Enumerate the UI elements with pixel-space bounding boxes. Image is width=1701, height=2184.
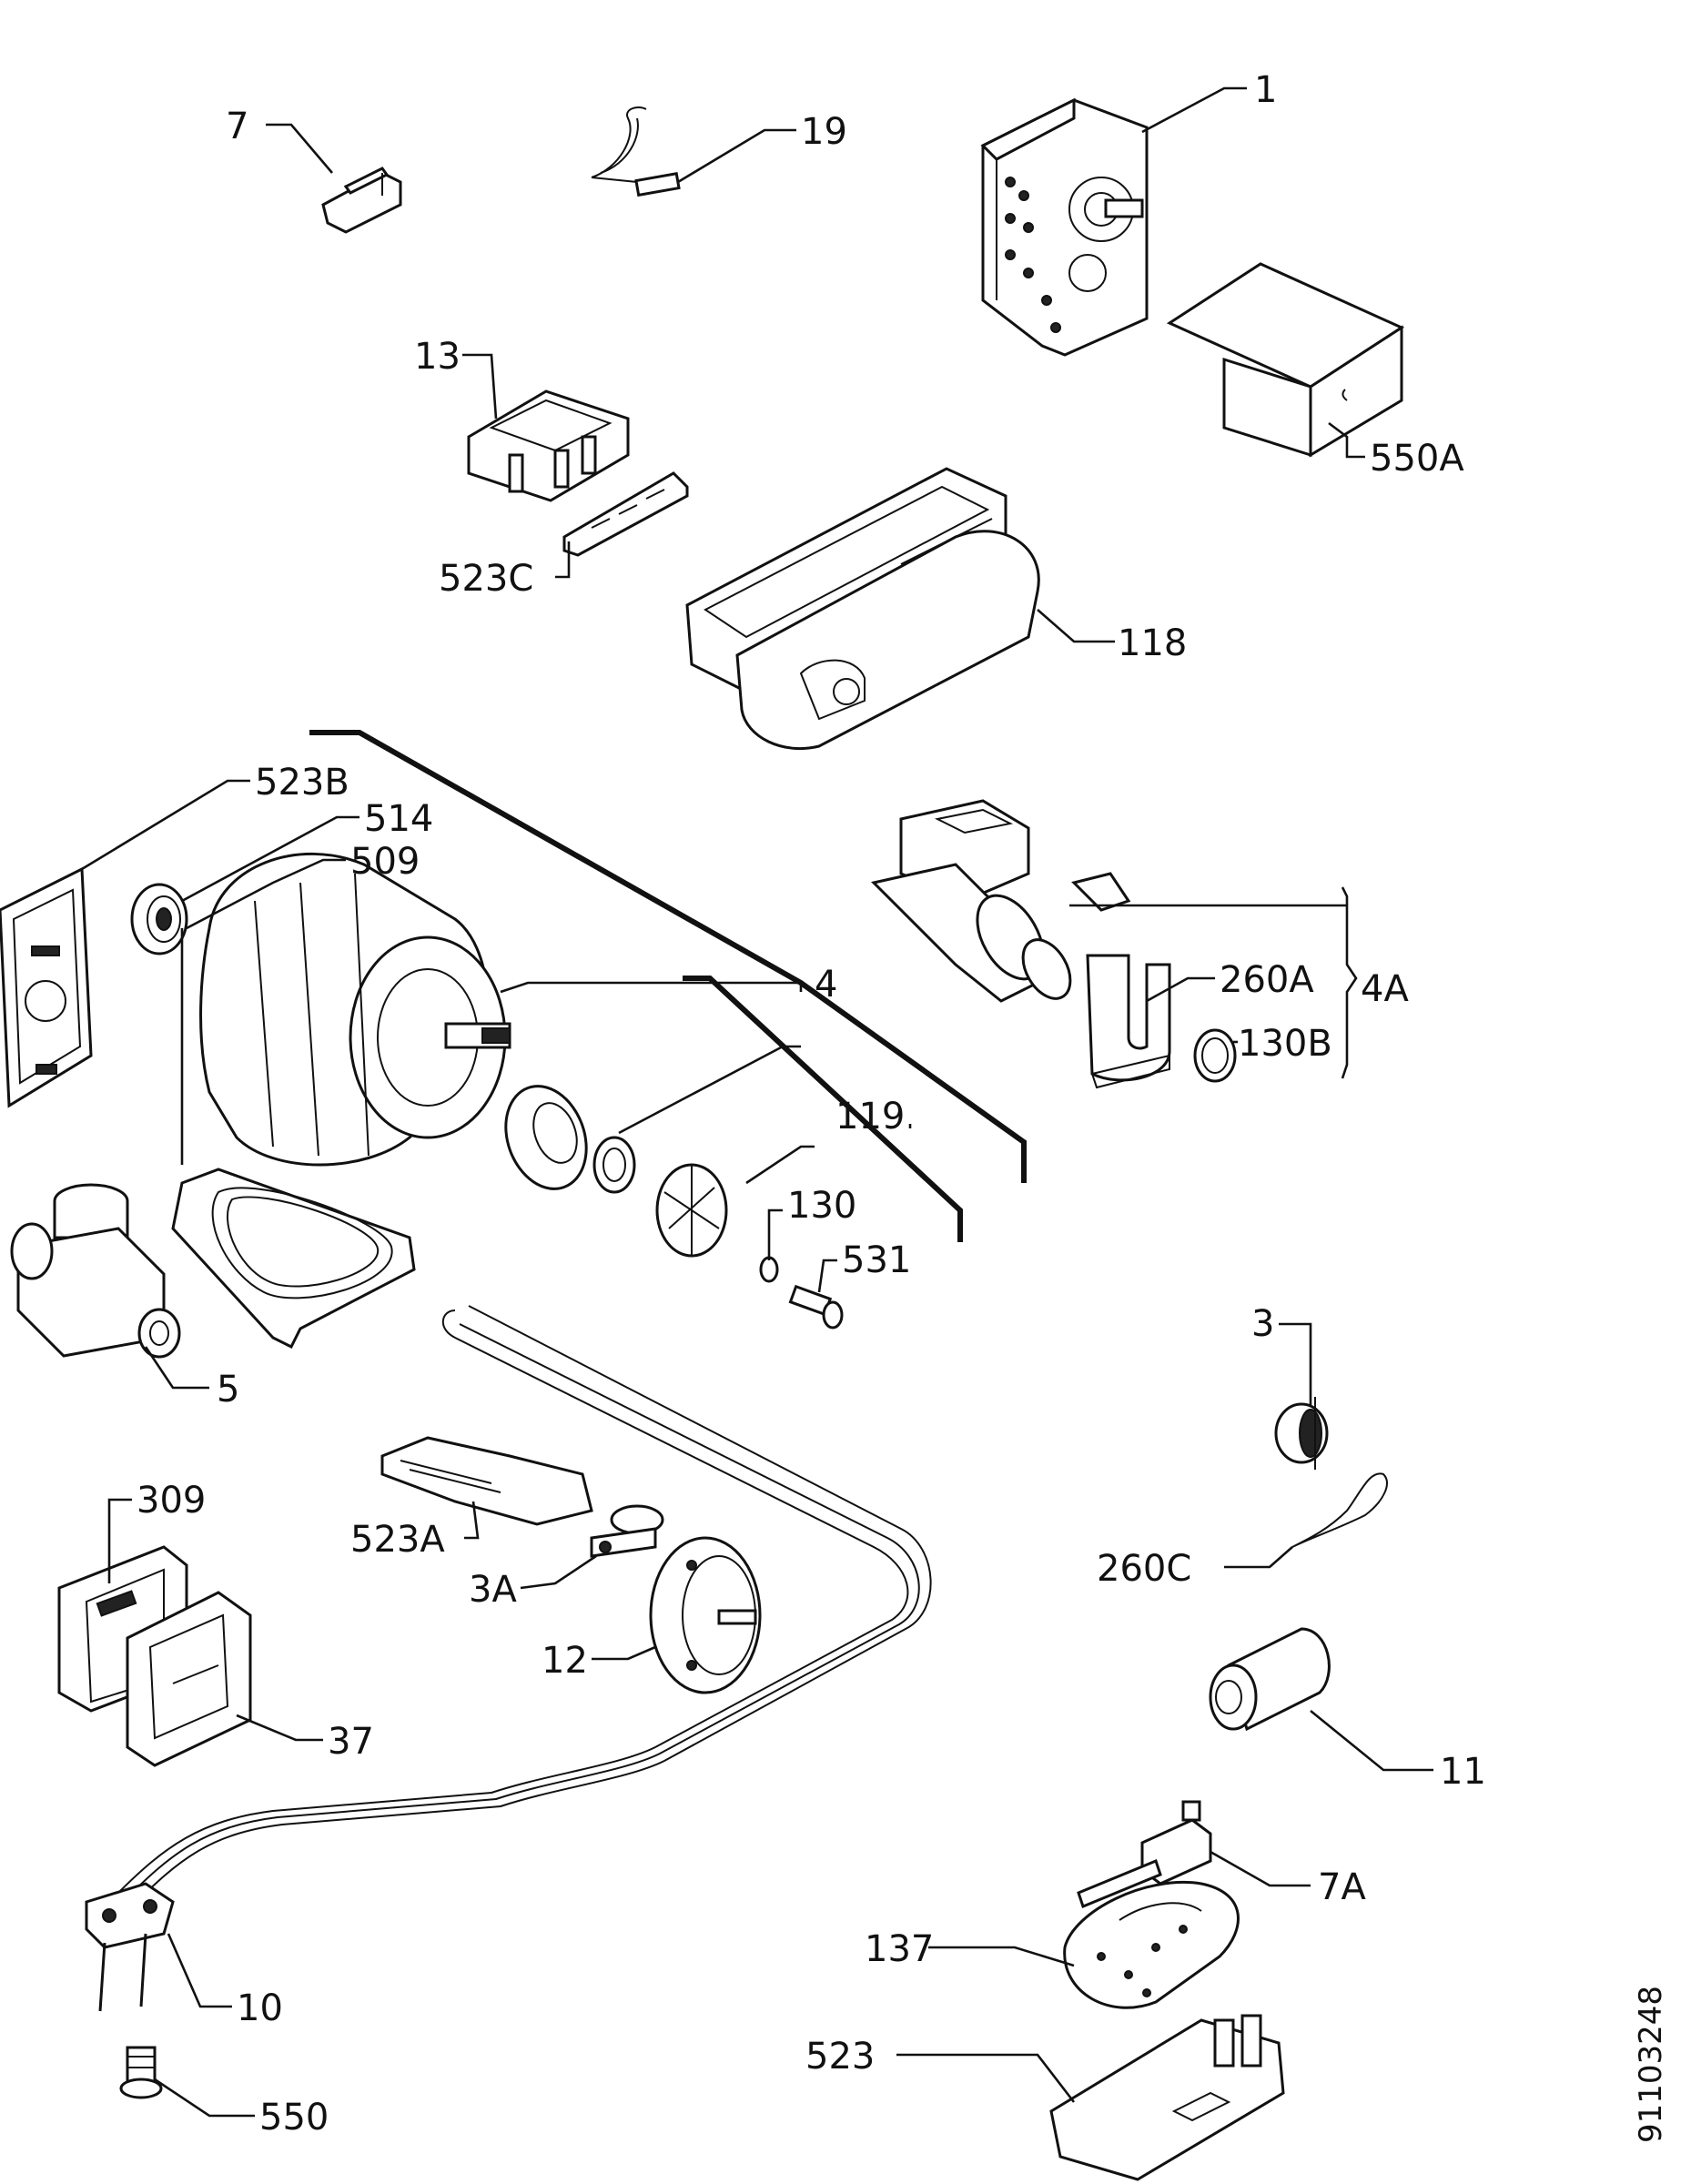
label-12: 12 bbox=[542, 1640, 588, 1682]
label-130: 130 bbox=[787, 1185, 856, 1227]
label-3A: 3A bbox=[469, 1569, 517, 1611]
label-10: 10 bbox=[237, 1987, 283, 2029]
label-550A: 550A bbox=[1370, 438, 1464, 480]
label-550: 550 bbox=[259, 2097, 329, 2138]
filter-foam-drawing bbox=[1063, 1881, 1240, 2009]
part-labels: 1 7 19 13 550A 523C 118 523B 514 509 4 2… bbox=[137, 69, 1486, 2138]
cover-box-drawing bbox=[1166, 262, 1405, 458]
timer-controller-drawing bbox=[980, 97, 1149, 357]
label-260C: 260C bbox=[1097, 1548, 1191, 1590]
heating-element-drawing bbox=[85, 1305, 932, 2012]
label-514: 514 bbox=[364, 798, 433, 840]
water-valve-drawing bbox=[10, 1183, 181, 1359]
sensor-wire-drawing bbox=[591, 106, 681, 197]
motor-gasket-drawing bbox=[171, 1168, 416, 1350]
label-509: 509 bbox=[350, 841, 420, 883]
bracket-523A-drawing bbox=[380, 1436, 593, 1526]
label-309: 309 bbox=[137, 1480, 206, 1522]
label-19: 19 bbox=[801, 111, 847, 153]
thermostat-3-drawing bbox=[1274, 1397, 1329, 1470]
label-7A: 7A bbox=[1318, 1866, 1366, 1908]
label-11: 11 bbox=[1440, 1751, 1486, 1793]
impeller-assembly-drawing bbox=[504, 1085, 844, 1330]
chain-clip-drawing bbox=[1291, 1472, 1388, 1548]
label-523B: 523B bbox=[255, 762, 349, 804]
small-switch-drawing bbox=[321, 167, 402, 234]
leader-lines bbox=[81, 86, 1433, 2118]
label-1: 1 bbox=[1254, 69, 1277, 111]
clip-260A-drawing bbox=[1086, 954, 1171, 1089]
document-id: 91103248 bbox=[1633, 1986, 1669, 2143]
label-130B: 130B bbox=[1238, 1023, 1332, 1065]
seal-ring-drawing bbox=[130, 883, 188, 956]
label-523A: 523A bbox=[350, 1519, 445, 1561]
label-531: 531 bbox=[842, 1239, 911, 1281]
label-523C: 523C bbox=[439, 558, 533, 600]
plug-550-drawing bbox=[119, 2046, 163, 2099]
selector-switch-drawing bbox=[467, 389, 630, 502]
label-4A: 4A bbox=[1361, 968, 1409, 1010]
capacitor-drawing bbox=[1209, 1627, 1331, 1732]
bracket-strip-drawing bbox=[562, 471, 689, 557]
label-13: 13 bbox=[414, 336, 461, 378]
o-ring-130B-drawing bbox=[1193, 1028, 1237, 1083]
pump-12-drawing bbox=[649, 1536, 762, 1694]
label-523: 523 bbox=[805, 2036, 875, 2078]
bracket-4A bbox=[1341, 886, 1358, 1079]
label-37: 37 bbox=[328, 1721, 374, 1763]
label-118: 118 bbox=[1118, 622, 1187, 664]
label-5: 5 bbox=[217, 1369, 239, 1410]
float-housing-drawing bbox=[1049, 2014, 1285, 2181]
thermostat-3A-drawing bbox=[590, 1504, 664, 1558]
dispenser-drawing bbox=[685, 467, 1040, 751]
label-7: 7 bbox=[226, 106, 248, 147]
side-panel-drawing bbox=[0, 866, 93, 1108]
label-119: 119 bbox=[835, 1096, 905, 1138]
label-137: 137 bbox=[865, 1928, 934, 1970]
label-260A: 260A bbox=[1220, 959, 1314, 1001]
label-4: 4 bbox=[815, 964, 837, 1006]
microswitch-drawing bbox=[1077, 1800, 1212, 1908]
label-3: 3 bbox=[1251, 1303, 1274, 1345]
pressure-switch-drawing bbox=[871, 799, 1131, 1003]
pump-motor-drawing bbox=[199, 852, 511, 1167]
